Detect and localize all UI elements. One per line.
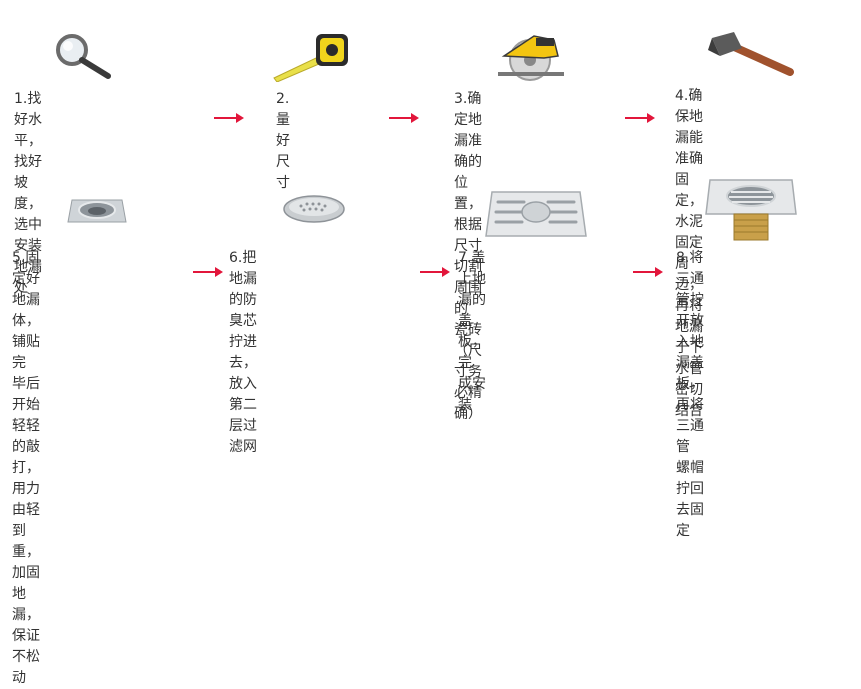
arrow-1-2 <box>214 112 244 124</box>
tee-pipe-drain-icon <box>705 179 797 241</box>
arrow-5-6 <box>193 266 223 278</box>
step-6-text: 6.把地漏的防臭芯拧进去， 放入第二层过滤网 <box>229 250 257 455</box>
step-8-text: 8.将三通管拧开放入地 漏盖板，再将三通管 螺帽拧回去固定 <box>676 250 704 539</box>
floor-drain-body-icon <box>67 199 127 223</box>
magnifier-icon <box>56 34 111 79</box>
arrow-6-7 <box>420 266 450 278</box>
step-5-text: 5.固定好地漏体，铺贴完 毕后开始轻轻的敲打， 用力由轻到重，加固地 漏，保证不… <box>12 250 40 686</box>
step-2-text: 2.量好尺寸 <box>276 91 290 191</box>
step-1-text: 1.找好水平，找好坡度， 选中安装地漏处 <box>14 91 42 296</box>
step-4-text: 4.确保地漏能准确固定， 水泥固定周边，再将 地漏于下水管密切结合 <box>675 88 703 419</box>
drain-cover-icon <box>485 191 587 237</box>
tape-measure-icon <box>273 34 348 82</box>
arrow-3-4 <box>625 112 655 124</box>
arrow-7-8 <box>633 266 663 278</box>
step-7-text: 7.盖上地漏的盖板，完 成安装 <box>458 250 486 413</box>
hammer-icon <box>708 32 794 76</box>
arrow-2-3 <box>389 112 419 124</box>
step-3-text: 3.确定地漏准确的位置， 根据尺寸切割周围的 瓷砖（尺寸务必精确） <box>454 91 482 422</box>
filter-core-icon <box>283 195 345 223</box>
circular-saw-icon <box>498 35 564 81</box>
